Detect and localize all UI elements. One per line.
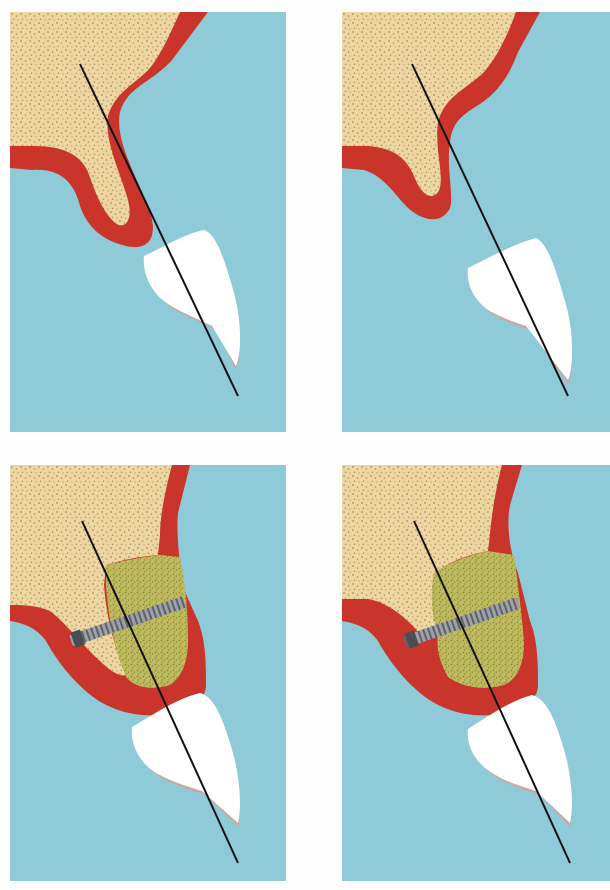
panel-b <box>342 12 610 432</box>
panel-d-illustration <box>342 465 610 881</box>
panel-a <box>10 12 286 432</box>
panel-d <box>342 465 610 881</box>
panel-c-illustration <box>10 465 286 881</box>
panel-a-illustration <box>10 12 286 432</box>
panel-c <box>10 465 286 881</box>
panel-b-illustration <box>342 12 610 432</box>
